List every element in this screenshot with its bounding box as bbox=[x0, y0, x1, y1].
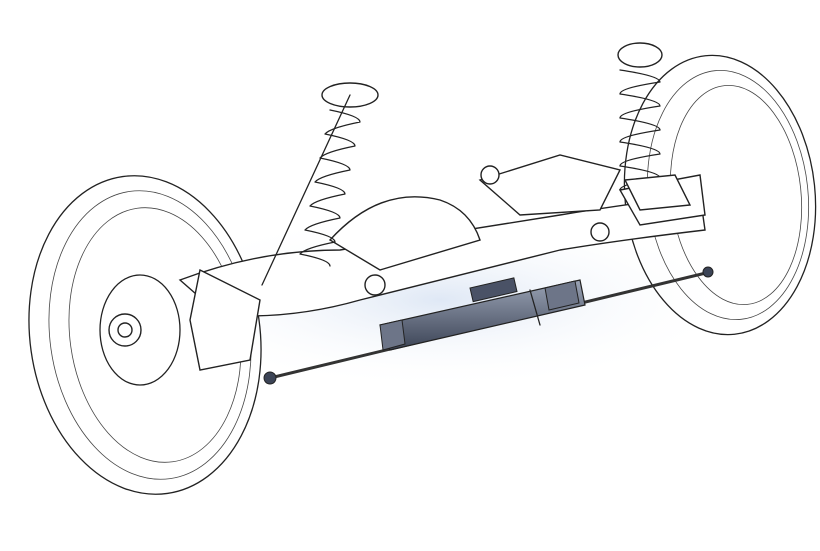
left-strut bbox=[261, 82, 379, 286]
subframe bbox=[178, 154, 706, 371]
left-wheel bbox=[28, 175, 262, 495]
steering-rack bbox=[263, 266, 714, 385]
right-strut bbox=[617, 42, 692, 211]
